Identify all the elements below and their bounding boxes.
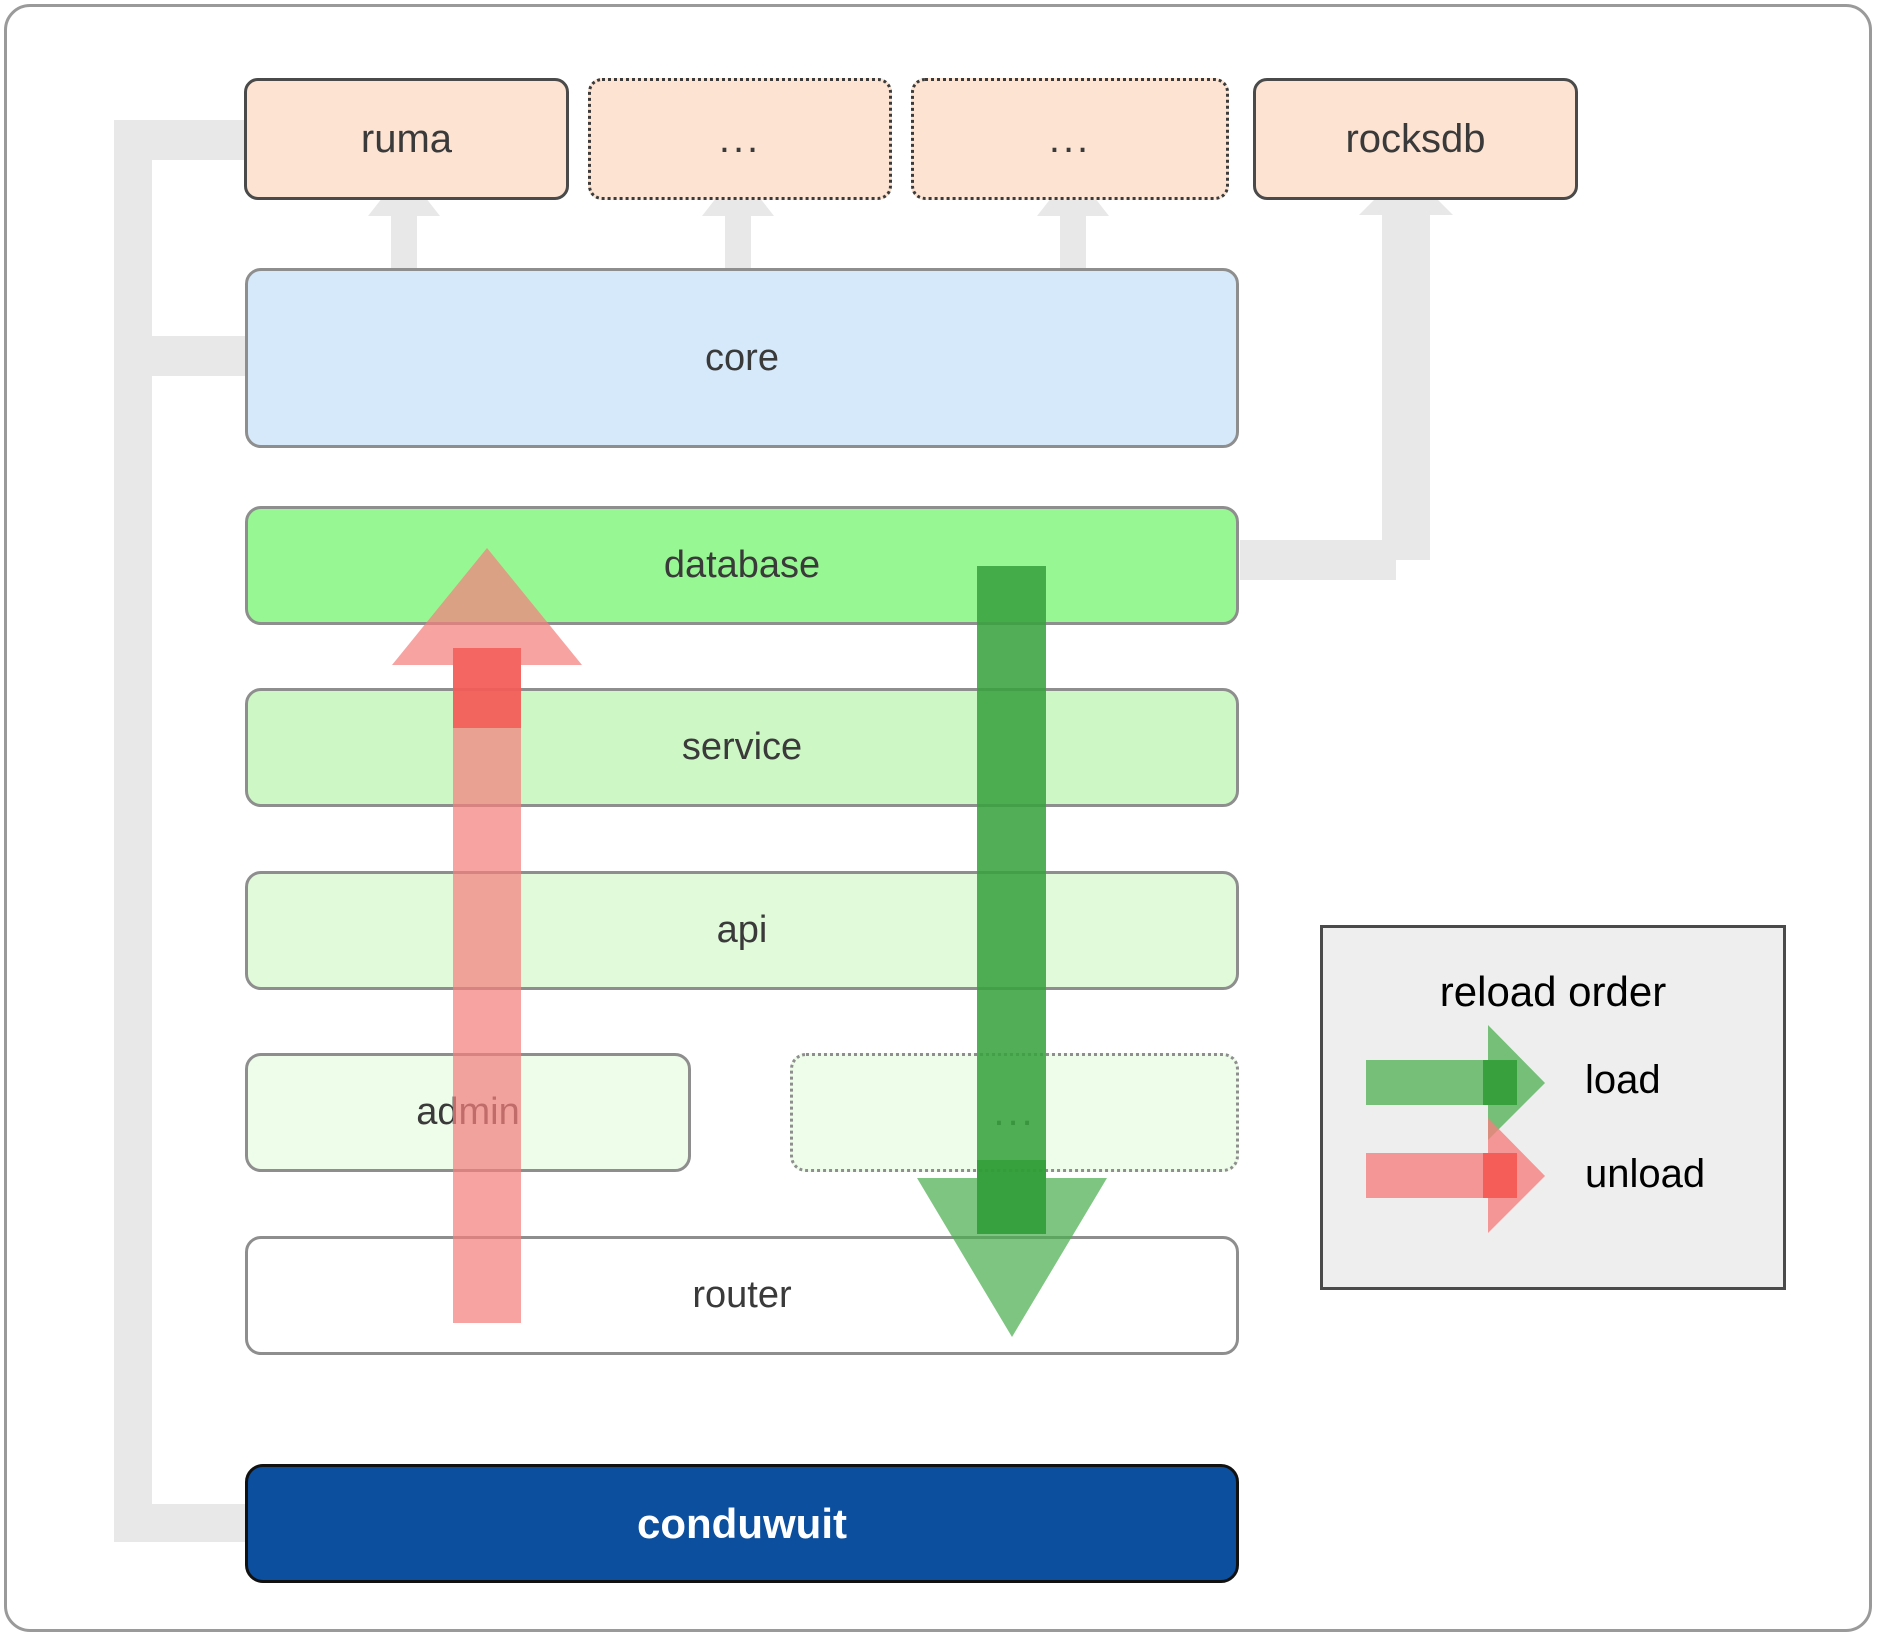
layer-box-core[interactable]: core — [245, 268, 1239, 448]
layer-box-service[interactable]: service — [245, 688, 1239, 807]
dep-box-ellipsis-1[interactable]: ... — [588, 78, 892, 200]
legend-arrow-icons — [1366, 1025, 1545, 1233]
layer-box-database-label: database — [663, 544, 821, 586]
unload-arrow-icon — [1366, 1118, 1545, 1233]
legend-label-load: load — [1585, 1058, 1661, 1102]
layer-box-admin-label: admin — [416, 1091, 520, 1133]
dep-box-ruma-label: ruma — [360, 116, 453, 161]
layer-box-router[interactable]: router — [245, 1236, 1239, 1355]
root-box-conduwuit[interactable]: conduwuit — [245, 1464, 1239, 1583]
layer-box-admin[interactable]: admin — [245, 1053, 691, 1172]
layer-box-ellipsis-label: ... — [993, 1090, 1036, 1134]
layer-box-ellipsis[interactable]: ... — [790, 1053, 1239, 1172]
diagram-frame — [4, 4, 1872, 1632]
layer-box-api[interactable]: api — [245, 871, 1239, 990]
dep-box-ruma[interactable]: ruma — [244, 78, 569, 200]
load-arrow-icon — [1366, 1025, 1545, 1140]
legend-label-unload: unload — [1585, 1152, 1706, 1196]
root-box-conduwuit-label: conduwuit — [637, 1499, 847, 1547]
dep-box-rocksdb-label: rocksdb — [1345, 116, 1486, 161]
dep-box-ellipsis-2-label: ... — [1048, 116, 1092, 161]
layer-box-service-label: service — [681, 726, 803, 768]
legend-panel: reload order load unload — [1320, 925, 1786, 1290]
dep-box-rocksdb[interactable]: rocksdb — [1253, 78, 1578, 200]
dep-box-ellipsis-1-label: ... — [718, 116, 762, 161]
layer-box-router-label: router — [692, 1274, 792, 1316]
dep-box-ellipsis-2[interactable]: ... — [911, 78, 1229, 200]
layer-box-core-label: core — [705, 336, 779, 379]
legend-title: reload order — [1439, 968, 1667, 1015]
layer-box-api-label: api — [716, 909, 768, 951]
layer-box-database[interactable]: database — [245, 506, 1239, 625]
